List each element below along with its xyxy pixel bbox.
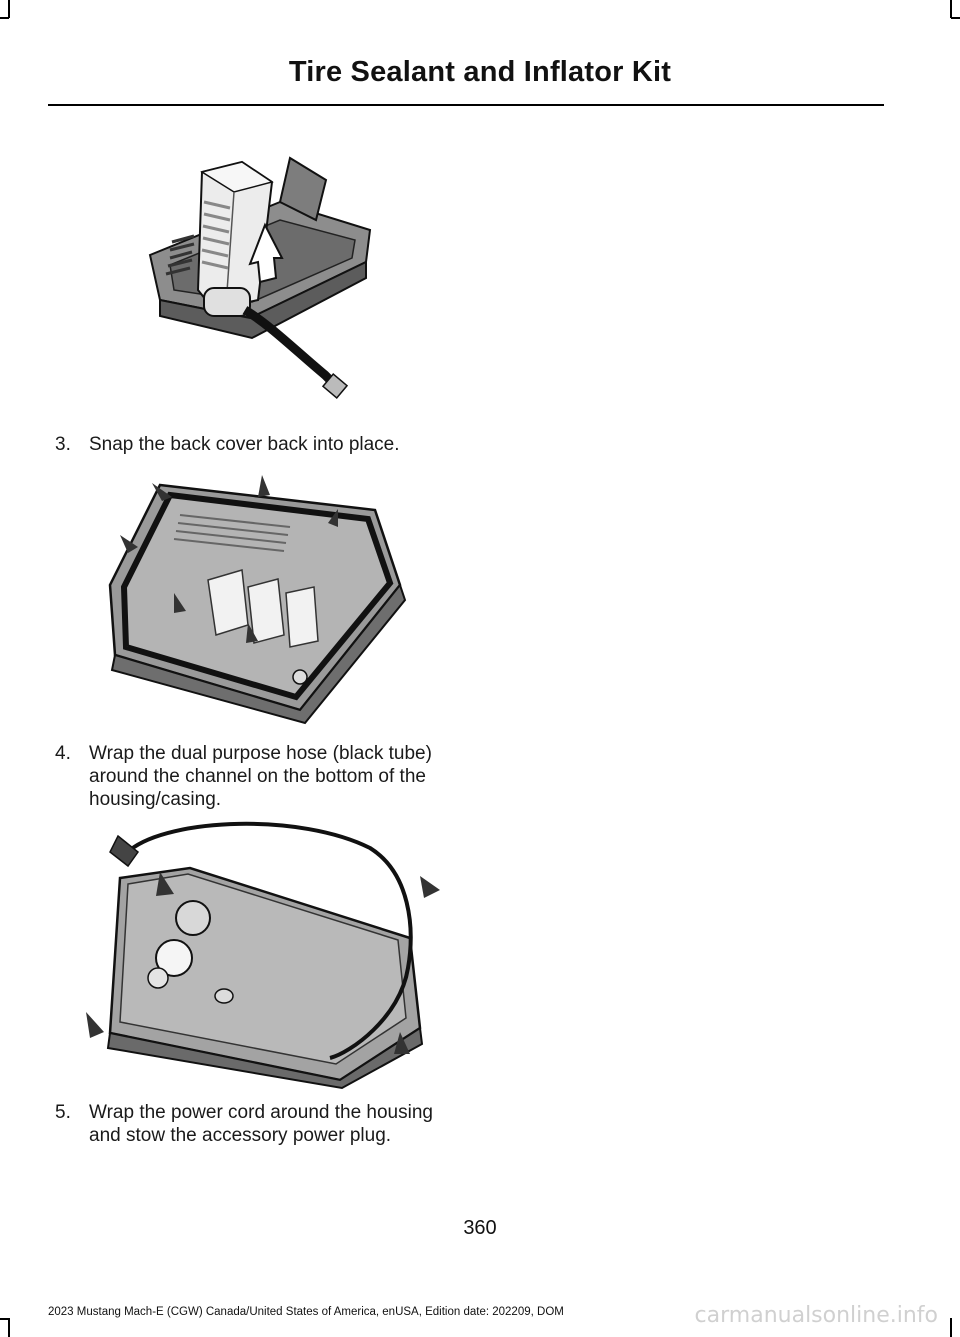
crop-mark	[951, 17, 960, 19]
crop-mark	[950, 1318, 952, 1337]
title-divider	[48, 104, 884, 106]
crop-mark	[8, 0, 10, 18]
crop-mark	[0, 1318, 9, 1320]
step-text: Wrap the power cord around the housing a…	[89, 1102, 433, 1146]
crop-mark	[950, 0, 952, 18]
step-text: Snap the back cover back into place.	[89, 434, 400, 455]
crop-mark	[0, 17, 9, 19]
edition-footer: 2023 Mustang Mach-E (CGW) Canada/United …	[48, 1306, 564, 1318]
back-cover-illustration	[108, 475, 407, 725]
crop-mark	[8, 1318, 10, 1337]
step-text: Wrap the dual purpose hose (black tube) …	[89, 743, 432, 810]
step-number: 3.	[55, 434, 71, 455]
page-number: 360	[463, 1217, 497, 1239]
step-4: 4. Wrap the dual purpose hose (black tub…	[55, 742, 455, 811]
page-title: Tire Sealant and Inflator Kit	[288, 56, 672, 88]
sealant-canister-illustration	[148, 156, 372, 399]
hose-wrap-illustration	[86, 821, 440, 1090]
step-number: 5.	[55, 1102, 71, 1123]
step-5: 5. Wrap the power cord around the housin…	[55, 1101, 455, 1147]
watermark: carmanualsonline.info	[694, 1303, 938, 1328]
step-3: 3. Snap the back cover back into place.	[55, 433, 455, 456]
step-number: 4.	[55, 743, 71, 764]
